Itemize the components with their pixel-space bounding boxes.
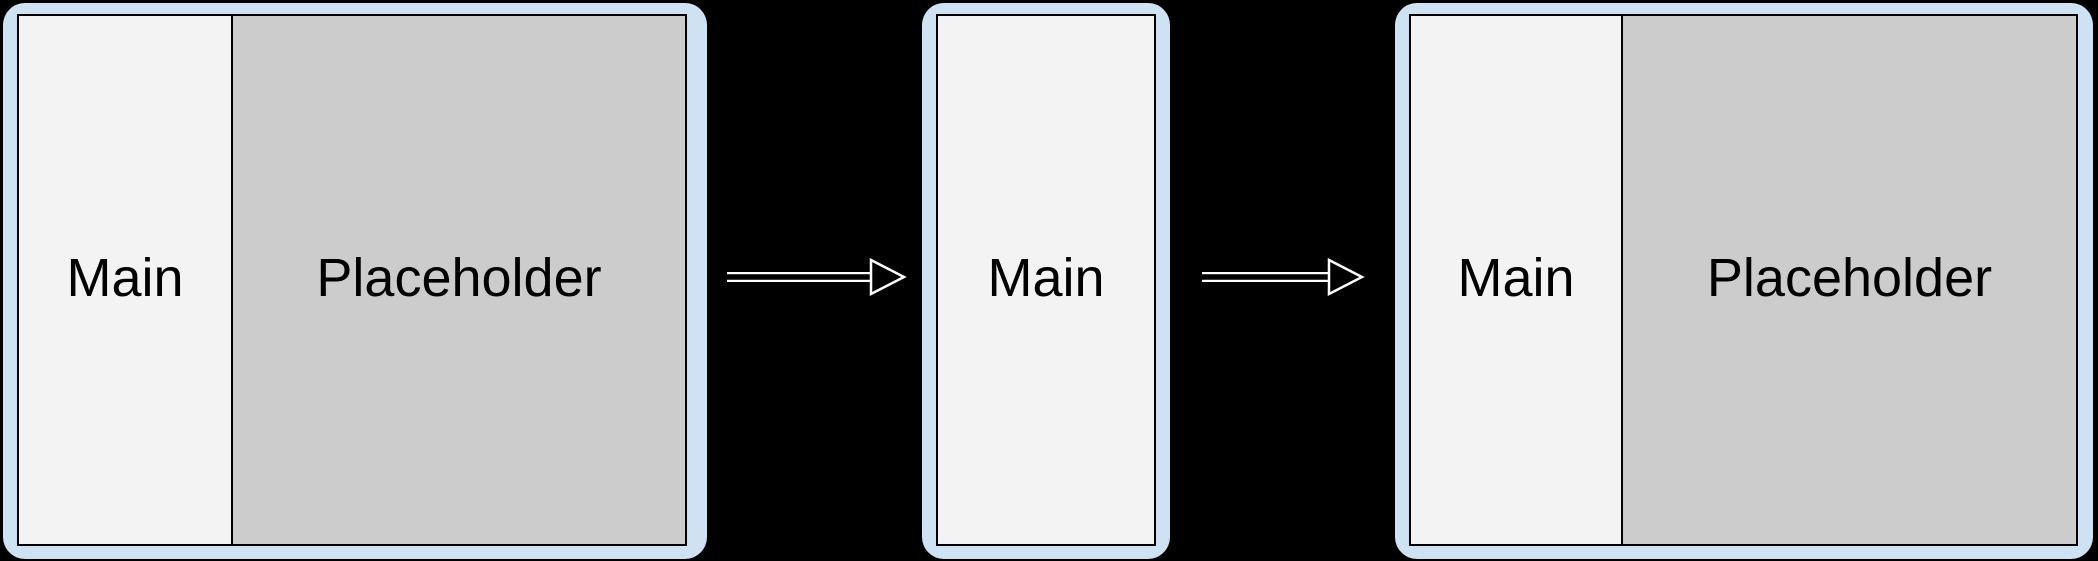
panel-state-before: Main Placeholder [3,3,707,559]
main-region: Main [1411,16,1623,544]
main-region-label: Main [1457,248,1575,308]
panel-content-frame: Main Placeholder [17,14,687,546]
panel-content-frame: Main [936,14,1156,546]
main-region: Main [19,16,233,544]
main-region-label: Main [987,248,1105,308]
arrow-right-icon [727,257,907,297]
panel-state-after: Main Placeholder [1395,3,2093,559]
placeholder-region: Placeholder [233,16,685,544]
main-region-label: Main [66,248,184,308]
placeholder-region-label: Placeholder [316,248,602,308]
main-region: Main [938,16,1154,544]
placeholder-region: Placeholder [1623,16,2076,544]
panel-state-collapsed: Main [922,3,1170,559]
placeholder-region-label: Placeholder [1706,248,1993,308]
arrow-right-icon [1202,257,1365,297]
panel-content-frame: Main Placeholder [1409,14,2078,546]
